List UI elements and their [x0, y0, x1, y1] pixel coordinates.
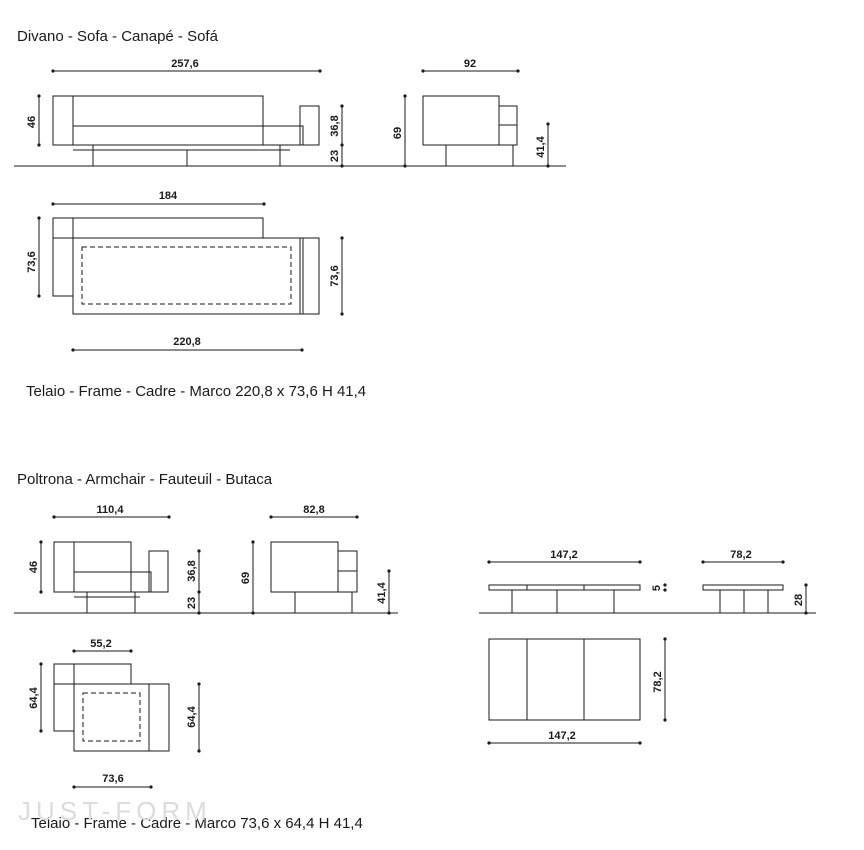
armchair-top-depth-right-label: 64,4 [186, 705, 198, 727]
sofa-top-width-label: 184 [159, 190, 178, 202]
sofa-seat-height-label: 36,8 [329, 115, 341, 136]
armchair-heading: Poltrona - Armchair - Fauteuil - Butaca [17, 471, 273, 488]
sofa-seat [72, 125, 304, 146]
sofa-side-height-label: 41,4 [535, 135, 547, 157]
watermark: JUST-FORM [18, 796, 212, 826]
sofa-frame-caption: Telaio - Frame - Cadre - Marco 220,8 x 7… [26, 383, 367, 400]
table-top-depth-label: 78,2 [652, 671, 664, 692]
sofa-width-label: 257,6 [171, 58, 199, 70]
armchair-width-label: 110,4 [97, 504, 125, 516]
armchair-top-depth-left-label: 64,4 [28, 686, 40, 708]
sofa-top-depth-left-label: 73,6 [26, 251, 38, 272]
sofa-depth-label: 92 [464, 58, 476, 70]
sofa-left-arm [52, 95, 74, 146]
sofa-total-height-label: 69 [392, 127, 404, 139]
sofa-backrest [52, 95, 264, 146]
armchair-top-view: 55,2 64,4 64,4 73,6 [28, 638, 201, 789]
sofa-top-depth-right-label: 73,6 [329, 265, 341, 286]
table-width-label: 147,2 [550, 549, 578, 561]
table-height-label: 28 [793, 594, 805, 606]
table-top-width-label: 147,2 [548, 730, 576, 742]
armchair-top-width-label: 55,2 [90, 638, 111, 650]
sofa-right-arm [299, 105, 320, 146]
armchair-side-height-label: 41,4 [376, 581, 388, 603]
armchair-leg-height-label: 23 [186, 597, 198, 609]
armchair-front-view: 110,4 46 36,8 23 [14, 504, 398, 615]
armchair-total-height-label: 69 [240, 572, 252, 584]
sofa-height-label: 46 [26, 116, 38, 128]
sofa-front-view: 257,6 46 36,8 23 [14, 58, 566, 168]
sofa-leg-height-label: 23 [329, 150, 341, 162]
armchair-seat-height-label: 36,8 [186, 560, 198, 581]
table-top-view: 78,2 147,2 [487, 637, 667, 745]
table-front-view: 147,2 5 [479, 549, 816, 614]
armchair-frame-dashed [82, 692, 141, 742]
table-side-view: 78,2 28 [701, 549, 808, 615]
armchair-top-bottom-width-label: 73,6 [102, 773, 123, 785]
table-top-thickness-label: 5 [651, 585, 663, 591]
armchair-side-view: 82,8 69 41,4 [240, 504, 391, 615]
sofa-heading: Divano - Sofa - Canapé - Sofá [17, 28, 218, 45]
sofa-side-view: 92 69 41,4 [392, 58, 550, 168]
armchair-depth-label: 82,8 [303, 504, 324, 516]
table-depth-label: 78,2 [730, 549, 751, 561]
sofa-top-view: 184 73,6 73,6 220,8 [26, 190, 344, 352]
sofa-top-bottom-width-label: 220,8 [173, 336, 201, 348]
armchair-height-label: 46 [28, 561, 40, 573]
sofa-frame-dashed [81, 246, 292, 305]
sofa-side-body [422, 95, 500, 146]
armchair-frame-caption: Telaio - Frame - Cadre - Marco 73,6 x 64… [31, 815, 363, 832]
